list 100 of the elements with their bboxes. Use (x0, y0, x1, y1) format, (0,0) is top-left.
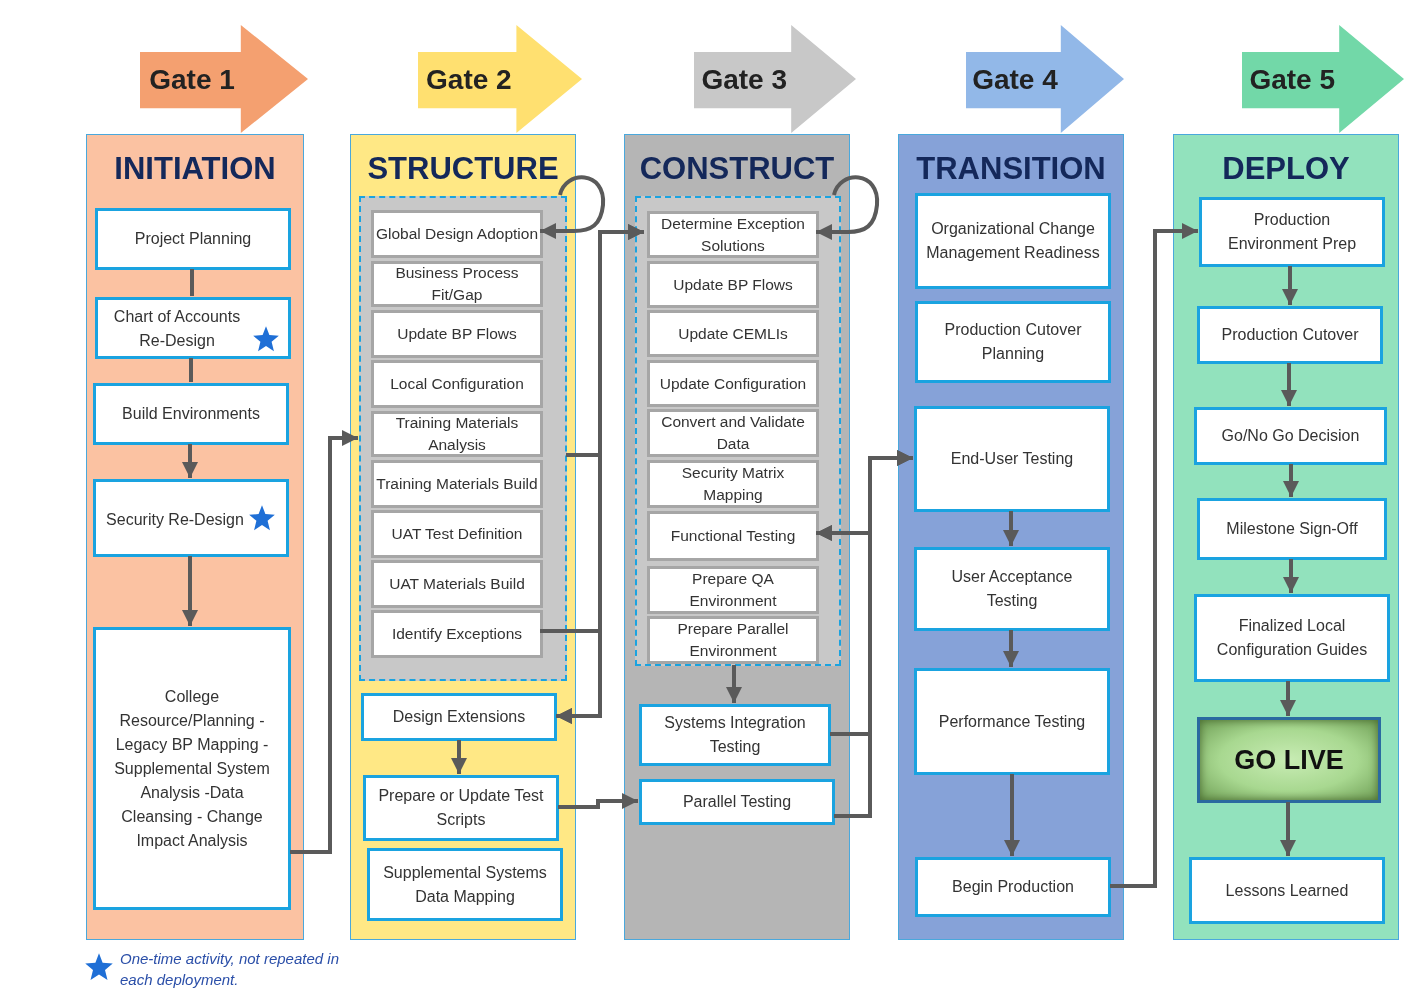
process-box (914, 668, 1110, 775)
dashed-group-box (635, 196, 841, 666)
task-label: Training Materials Build (376, 474, 538, 494)
task-box (647, 261, 819, 308)
task-label: Convert and Validate Data (660, 412, 806, 454)
task-label: Security Matrix Mapping (680, 463, 786, 505)
process-label: Organizational Change Management Readiness (926, 219, 1100, 263)
arrow (451, 740, 467, 774)
process-label: Lessons Learned (1225, 880, 1349, 901)
column-heading: STRUCTURE (367, 151, 559, 187)
process-box (914, 406, 1110, 512)
task-label: Functional Testing (670, 526, 796, 546)
phase-column (1173, 134, 1399, 940)
task-box (647, 310, 819, 357)
arrow (182, 444, 198, 478)
process-box (363, 775, 559, 841)
process-label: Security Re-Design (106, 510, 244, 530)
task-box (647, 566, 819, 614)
arrow (1283, 464, 1299, 497)
phase-column (898, 134, 1124, 940)
task-box (647, 616, 819, 664)
task-box (647, 360, 819, 407)
process-box (1197, 498, 1387, 560)
process-box (639, 704, 831, 766)
process-box (915, 857, 1111, 917)
phase-column (86, 134, 304, 940)
milestone-label: GO LIVE (1234, 748, 1344, 772)
arrow (290, 430, 358, 854)
process-label: Production Environment Prep (1226, 210, 1358, 254)
process-box (915, 193, 1111, 289)
task-label: Update BP Flows (397, 324, 517, 344)
process-box (93, 627, 291, 910)
phase-column (624, 134, 850, 940)
legend-text: One-time activity, not repeated in each deployment. (120, 949, 340, 990)
task-label: Determine Exception Solutions (660, 213, 806, 256)
task-box (647, 211, 819, 258)
process-label: Systems Integration Testing (663, 713, 807, 757)
arrow (1282, 266, 1298, 305)
task-box (371, 411, 543, 457)
task-box (647, 511, 819, 561)
process-label: End-User Testing (950, 449, 1074, 469)
task-label: Business Process Fit/Gap (394, 263, 520, 305)
gate-arrow (1242, 25, 1404, 133)
column-heading: TRANSITION (916, 151, 1106, 187)
process-label: Production Cutover (1221, 325, 1359, 345)
task-label: Local Configuration (390, 374, 524, 394)
arrow (558, 793, 638, 809)
task-box (371, 210, 543, 258)
arrow (1283, 559, 1299, 593)
gate-arrow (966, 25, 1124, 133)
process-box (367, 848, 563, 921)
task-box (371, 460, 543, 508)
task-box (371, 510, 543, 558)
process-box (93, 479, 289, 557)
process-label: Production Cutover Planning (943, 320, 1083, 364)
task-label: UAT Materials Build (389, 574, 525, 594)
column-heading: CONSTRUCT (639, 151, 835, 187)
task-box (371, 360, 543, 408)
process-label: Go/No Go Decision (1221, 426, 1360, 446)
process-label: Chart of Accounts Re-Design (112, 307, 242, 351)
process-box (639, 779, 835, 825)
arrow (1003, 511, 1019, 546)
process-box (93, 383, 289, 445)
gate-label: Gate 4 (971, 63, 1059, 98)
task-box (647, 409, 819, 457)
process-label: Parallel Testing (682, 792, 792, 812)
process-box (1189, 857, 1385, 924)
task-box (371, 310, 543, 358)
process-label: College Resource/Planning -Legacy BP Mapping -Supplemental System Analysis -Data Cleansing - Change Impact Analysis (113, 686, 271, 851)
arrow (1110, 223, 1198, 888)
arrow (182, 556, 198, 626)
process-label: Supplemental Systems Data Mapping (382, 862, 548, 907)
process-box (1194, 594, 1390, 682)
process-label: User Acceptance Testing (950, 567, 1074, 611)
task-label: Prepare Parallel Environment (676, 619, 790, 661)
task-box (647, 460, 819, 508)
gate-arrow (418, 25, 582, 133)
arrow (1003, 630, 1019, 667)
gate-arrow (140, 25, 308, 133)
process-box (914, 547, 1110, 631)
gate-arrow (694, 25, 856, 133)
task-label: Global Design Adoption (376, 224, 538, 244)
process-label: Prepare or Update Test Scripts (377, 786, 545, 830)
gate-label: Gate 3 (700, 63, 788, 98)
gate-label: Gate 1 (148, 63, 236, 98)
arrow (1004, 774, 1020, 856)
gate-label: Gate 5 (1248, 63, 1336, 98)
task-label: Identify Exceptions (391, 624, 523, 644)
arrow (1280, 802, 1296, 856)
process-box (1199, 197, 1385, 267)
process-label: Begin Production (952, 877, 1074, 897)
gate-label: Gate 2 (425, 63, 513, 98)
task-label: Update Configuration (659, 373, 807, 394)
arrow (1280, 681, 1296, 716)
arrow (1281, 363, 1297, 406)
column-heading: DEPLOY (1222, 151, 1350, 187)
process-box (361, 693, 557, 741)
milestone-box (1197, 717, 1381, 803)
task-label: Update CEMLIs (678, 323, 788, 344)
process-label: Build Environments (122, 404, 260, 424)
